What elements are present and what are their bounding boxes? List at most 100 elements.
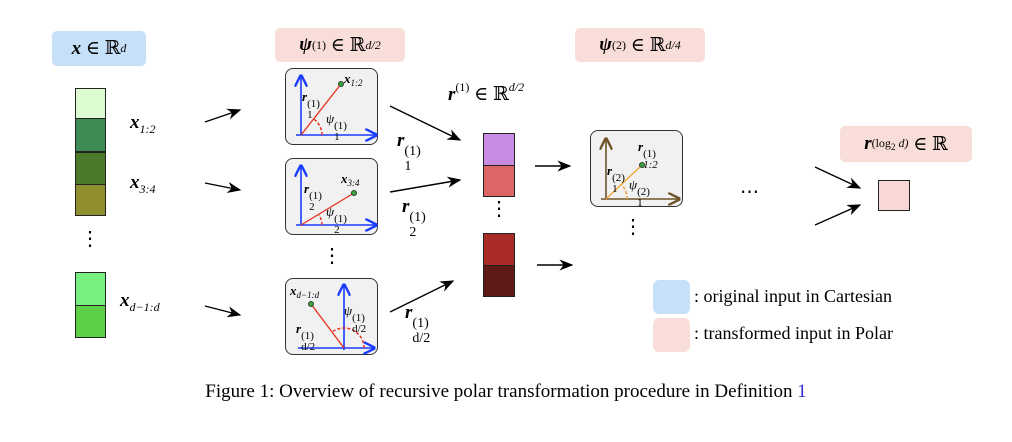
symbol: x: [290, 283, 297, 298]
superscript: (1): [334, 213, 347, 225]
subscript: d/2: [352, 323, 367, 335]
input-pair-label: x1:2: [130, 112, 156, 137]
horizontal-ellipsis: ⋯: [740, 182, 759, 203]
log-base: 2: [890, 142, 896, 152]
subscript: 1: [637, 197, 643, 209]
subscript: 1:2: [350, 78, 363, 88]
symbol: r: [304, 181, 310, 196]
superscript: (1): [455, 80, 470, 94]
vertical-ellipsis: ⋮: [80, 228, 100, 250]
input-cell: [75, 88, 106, 119]
point-label: r(1)1:2: [638, 139, 658, 171]
superscript: (1): [307, 98, 320, 110]
polar-box-level2: r(1)1:2 r(2)1 ψ(2)1: [590, 130, 684, 209]
superscript: d/4: [665, 37, 681, 52]
arrow: [204, 182, 242, 194]
polar-plot: [591, 131, 684, 208]
legend-text-cartesian: : original input in Cartesian: [694, 286, 892, 306]
radius-label: r(1)2: [304, 181, 322, 213]
arrow-label: r(1)d/2: [405, 302, 430, 346]
arrow: [389, 105, 462, 141]
caption-text: Figure 1: Overview of recursive polar tr…: [205, 381, 798, 402]
radius-label: r(1)1: [302, 89, 320, 121]
arrow-label: r(1)2: [402, 196, 426, 240]
superscript: (1): [643, 148, 656, 160]
symbol: r: [448, 84, 456, 105]
arrow: [389, 280, 455, 313]
point-marker: [639, 162, 645, 168]
symbol: ψ: [326, 111, 335, 126]
radius-line: [310, 303, 345, 349]
symbol: r: [864, 133, 872, 154]
subscript: d−1:d: [296, 290, 320, 300]
relation: ∈ ℝ: [913, 133, 948, 155]
relation: ∈ ℝ: [330, 34, 366, 56]
input-pair-label: x3:4: [130, 172, 156, 197]
angle-arc: [620, 183, 628, 200]
input-pair-label: xd−1:d: [120, 290, 160, 315]
point-label: x1:2: [344, 71, 363, 88]
subscript: 2: [409, 225, 417, 240]
angle-label: ψ(1)2: [326, 204, 347, 236]
symbol: x: [130, 112, 140, 133]
radius-line: [300, 192, 355, 226]
angle-arc: [318, 214, 323, 226]
superscript: (log2 d): [872, 136, 909, 152]
subscript: 2: [309, 201, 315, 213]
symbol: r: [302, 89, 308, 104]
vertical-ellipsis: ⋮: [623, 216, 643, 238]
angle-arc: [313, 118, 323, 136]
symbol: ψ: [326, 204, 335, 219]
superscript: (1): [309, 190, 322, 202]
superscript: (2): [637, 186, 650, 198]
radius-line: [605, 164, 643, 200]
symbol: x: [341, 171, 348, 186]
symbol: x: [344, 71, 351, 86]
vertical-ellipsis: ⋮: [489, 198, 509, 220]
point-label: x3:4: [341, 171, 360, 188]
relation: ∈ ℝ: [85, 38, 121, 59]
point-label: xd−1:d: [290, 283, 319, 300]
log-arg: d): [895, 136, 909, 150]
symbol: x: [120, 290, 130, 311]
legend-swatch-polar: [653, 318, 690, 352]
definition-link[interactable]: 1: [797, 381, 807, 402]
input-cell: [75, 152, 106, 185]
input-cell: [75, 118, 106, 152]
subscript: 1: [334, 131, 340, 143]
symbol: ψ: [629, 177, 638, 192]
arrow-label: r(1)1: [397, 130, 421, 174]
radius-label: r(1)d/2: [296, 321, 315, 353]
subscript: 1:2: [643, 159, 658, 171]
symbol: ψ: [299, 34, 312, 55]
subscript: 1: [612, 183, 618, 195]
angle-arc: [331, 327, 365, 349]
symbol: r: [607, 163, 613, 178]
symbol: r: [397, 130, 405, 151]
superscript: (1): [334, 120, 347, 132]
figure-caption: Figure 1: Overview of recursive polar tr…: [0, 381, 1012, 403]
log: (log: [871, 136, 891, 150]
subscript: d/2: [301, 341, 316, 353]
superscript: (1): [412, 316, 429, 331]
point-marker: [338, 81, 344, 87]
point-marker: [351, 190, 357, 196]
final-radius-cell: [878, 180, 910, 211]
arrow: [814, 204, 862, 226]
polar-plot: [298, 279, 379, 356]
rlog-header: r(log2 d) ∈ ℝ: [840, 126, 972, 162]
symbol: ψ: [599, 34, 612, 55]
symbol: ψ: [344, 303, 353, 318]
subscript: 1: [307, 109, 313, 121]
vertical-ellipsis: ⋮: [322, 245, 342, 267]
superscript: (2): [612, 37, 626, 52]
superscript: (1): [312, 37, 326, 52]
point-marker: [308, 301, 314, 307]
superscript: (1): [352, 312, 365, 324]
arrow: [204, 305, 242, 318]
radius-line: [300, 83, 342, 136]
